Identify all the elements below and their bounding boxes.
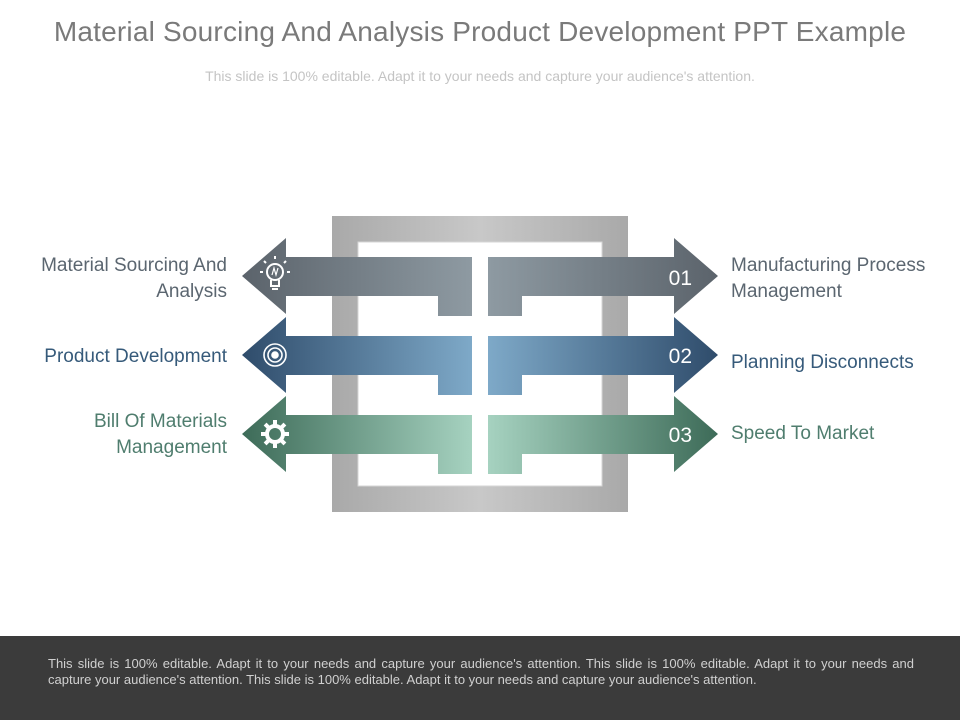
step-number-3: 03 — [669, 424, 692, 447]
left-arrow-2 — [242, 317, 472, 395]
right-label-2: Planning Disconnects — [731, 352, 914, 373]
slide-subtitle: This slide is 100% editable. Adapt it to… — [205, 68, 755, 84]
right-arrow-1 — [488, 238, 718, 316]
row-2-arrows — [242, 317, 718, 395]
gear-icon — [261, 420, 289, 448]
row-3-arrows — [242, 396, 718, 474]
left-label-3: Bill Of Materials Management — [93, 411, 227, 458]
right-label-3: Speed To Market — [731, 423, 875, 444]
lightbulb-icon — [260, 256, 290, 290]
step-number-2: 02 — [669, 345, 692, 368]
right-label-1: Manufacturing Process Management — [731, 255, 926, 302]
arrow-diagram: 01 02 03 — [242, 216, 718, 512]
footer-text: This slide is 100% editable. Adapt it to… — [48, 656, 914, 687]
slide-title: Material Sourcing And Analysis Product D… — [53, 16, 907, 47]
right-arrow-3 — [488, 396, 718, 474]
target-icon — [263, 343, 287, 367]
left-label-2: Product Development — [44, 346, 227, 367]
left-arrow-3 — [242, 396, 472, 474]
row-1-arrows — [242, 238, 718, 316]
right-arrow-2 — [488, 317, 718, 395]
step-number-1: 01 — [669, 267, 692, 290]
left-label-1: Material Sourcing And Analysis — [41, 255, 227, 302]
footer-bar: This slide is 100% editable. Adapt it to… — [0, 636, 960, 720]
left-arrow-1 — [242, 238, 472, 316]
